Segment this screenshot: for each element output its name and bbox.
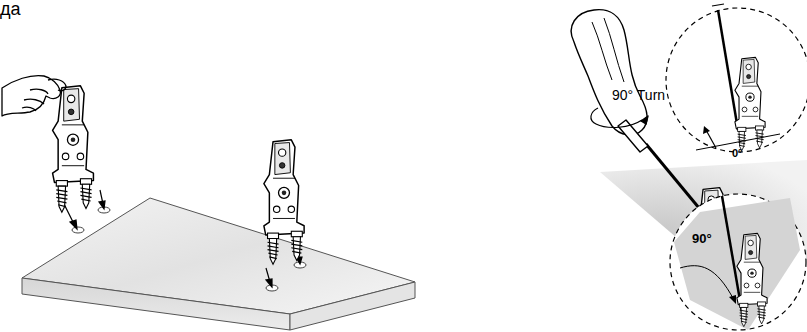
angle-label: 0° — [732, 147, 743, 159]
insert-arrow — [62, 190, 302, 287]
rotation-label: 90° Turn — [612, 88, 665, 103]
hinge-part — [264, 140, 304, 264]
detail-callout — [666, 4, 807, 152]
board — [22, 198, 415, 330]
hand — [2, 76, 66, 116]
page-fragment-text: да — [0, 0, 21, 20]
angle-label: 90° — [692, 232, 712, 246]
hinge-part — [53, 86, 94, 212]
detail-callout — [670, 194, 806, 330]
